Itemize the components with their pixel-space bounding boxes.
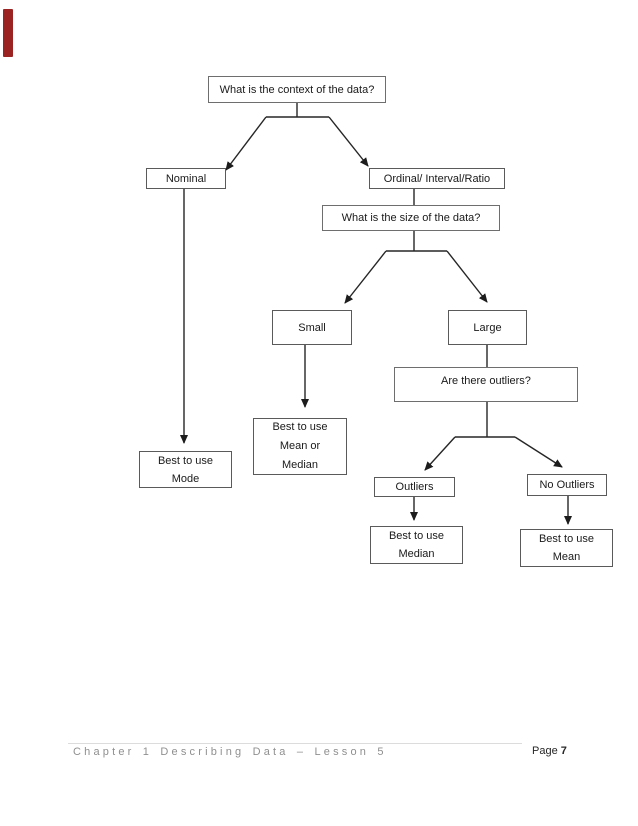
node-context-question: What is the context of the data? [208, 76, 386, 103]
node-outliers: Outliers [374, 477, 455, 497]
node-best-median: Best to use Median [370, 526, 463, 564]
node-large: Large [448, 310, 527, 345]
revision-marker [3, 9, 13, 57]
node-no-outliers: No Outliers [527, 474, 607, 496]
node-best-mean: Best to use Mean [520, 529, 613, 567]
arrow-context-to-ordinal [328, 116, 369, 167]
arrow-size-to-large [446, 250, 488, 303]
arrow-size-to-small [344, 250, 387, 304]
arrow-context-to-nominal [225, 116, 267, 171]
node-outliers-question: Are there outliers? [394, 367, 578, 402]
footer-page-number: 7 [560, 745, 567, 757]
footer-divider [68, 743, 522, 744]
node-small: Small [272, 310, 352, 345]
arrow-to-no-outliers [514, 436, 563, 468]
node-size-question: What is the size of the data? [322, 205, 500, 231]
node-best-mean-or-median: Best to use Mean or Median [253, 418, 347, 475]
node-ordinal-interval-ratio: Ordinal/ Interval/Ratio [369, 168, 505, 189]
node-best-mode: Best to use Mode [139, 451, 232, 488]
footer-page-label: Page [532, 745, 558, 757]
node-nominal: Nominal [146, 168, 226, 189]
arrow-to-outliers [424, 436, 456, 471]
footer-chapter-text: Chapter 1 Describing Data – Lesson 5 [73, 746, 387, 758]
footer-page-indicator: Page 7 [532, 745, 567, 757]
